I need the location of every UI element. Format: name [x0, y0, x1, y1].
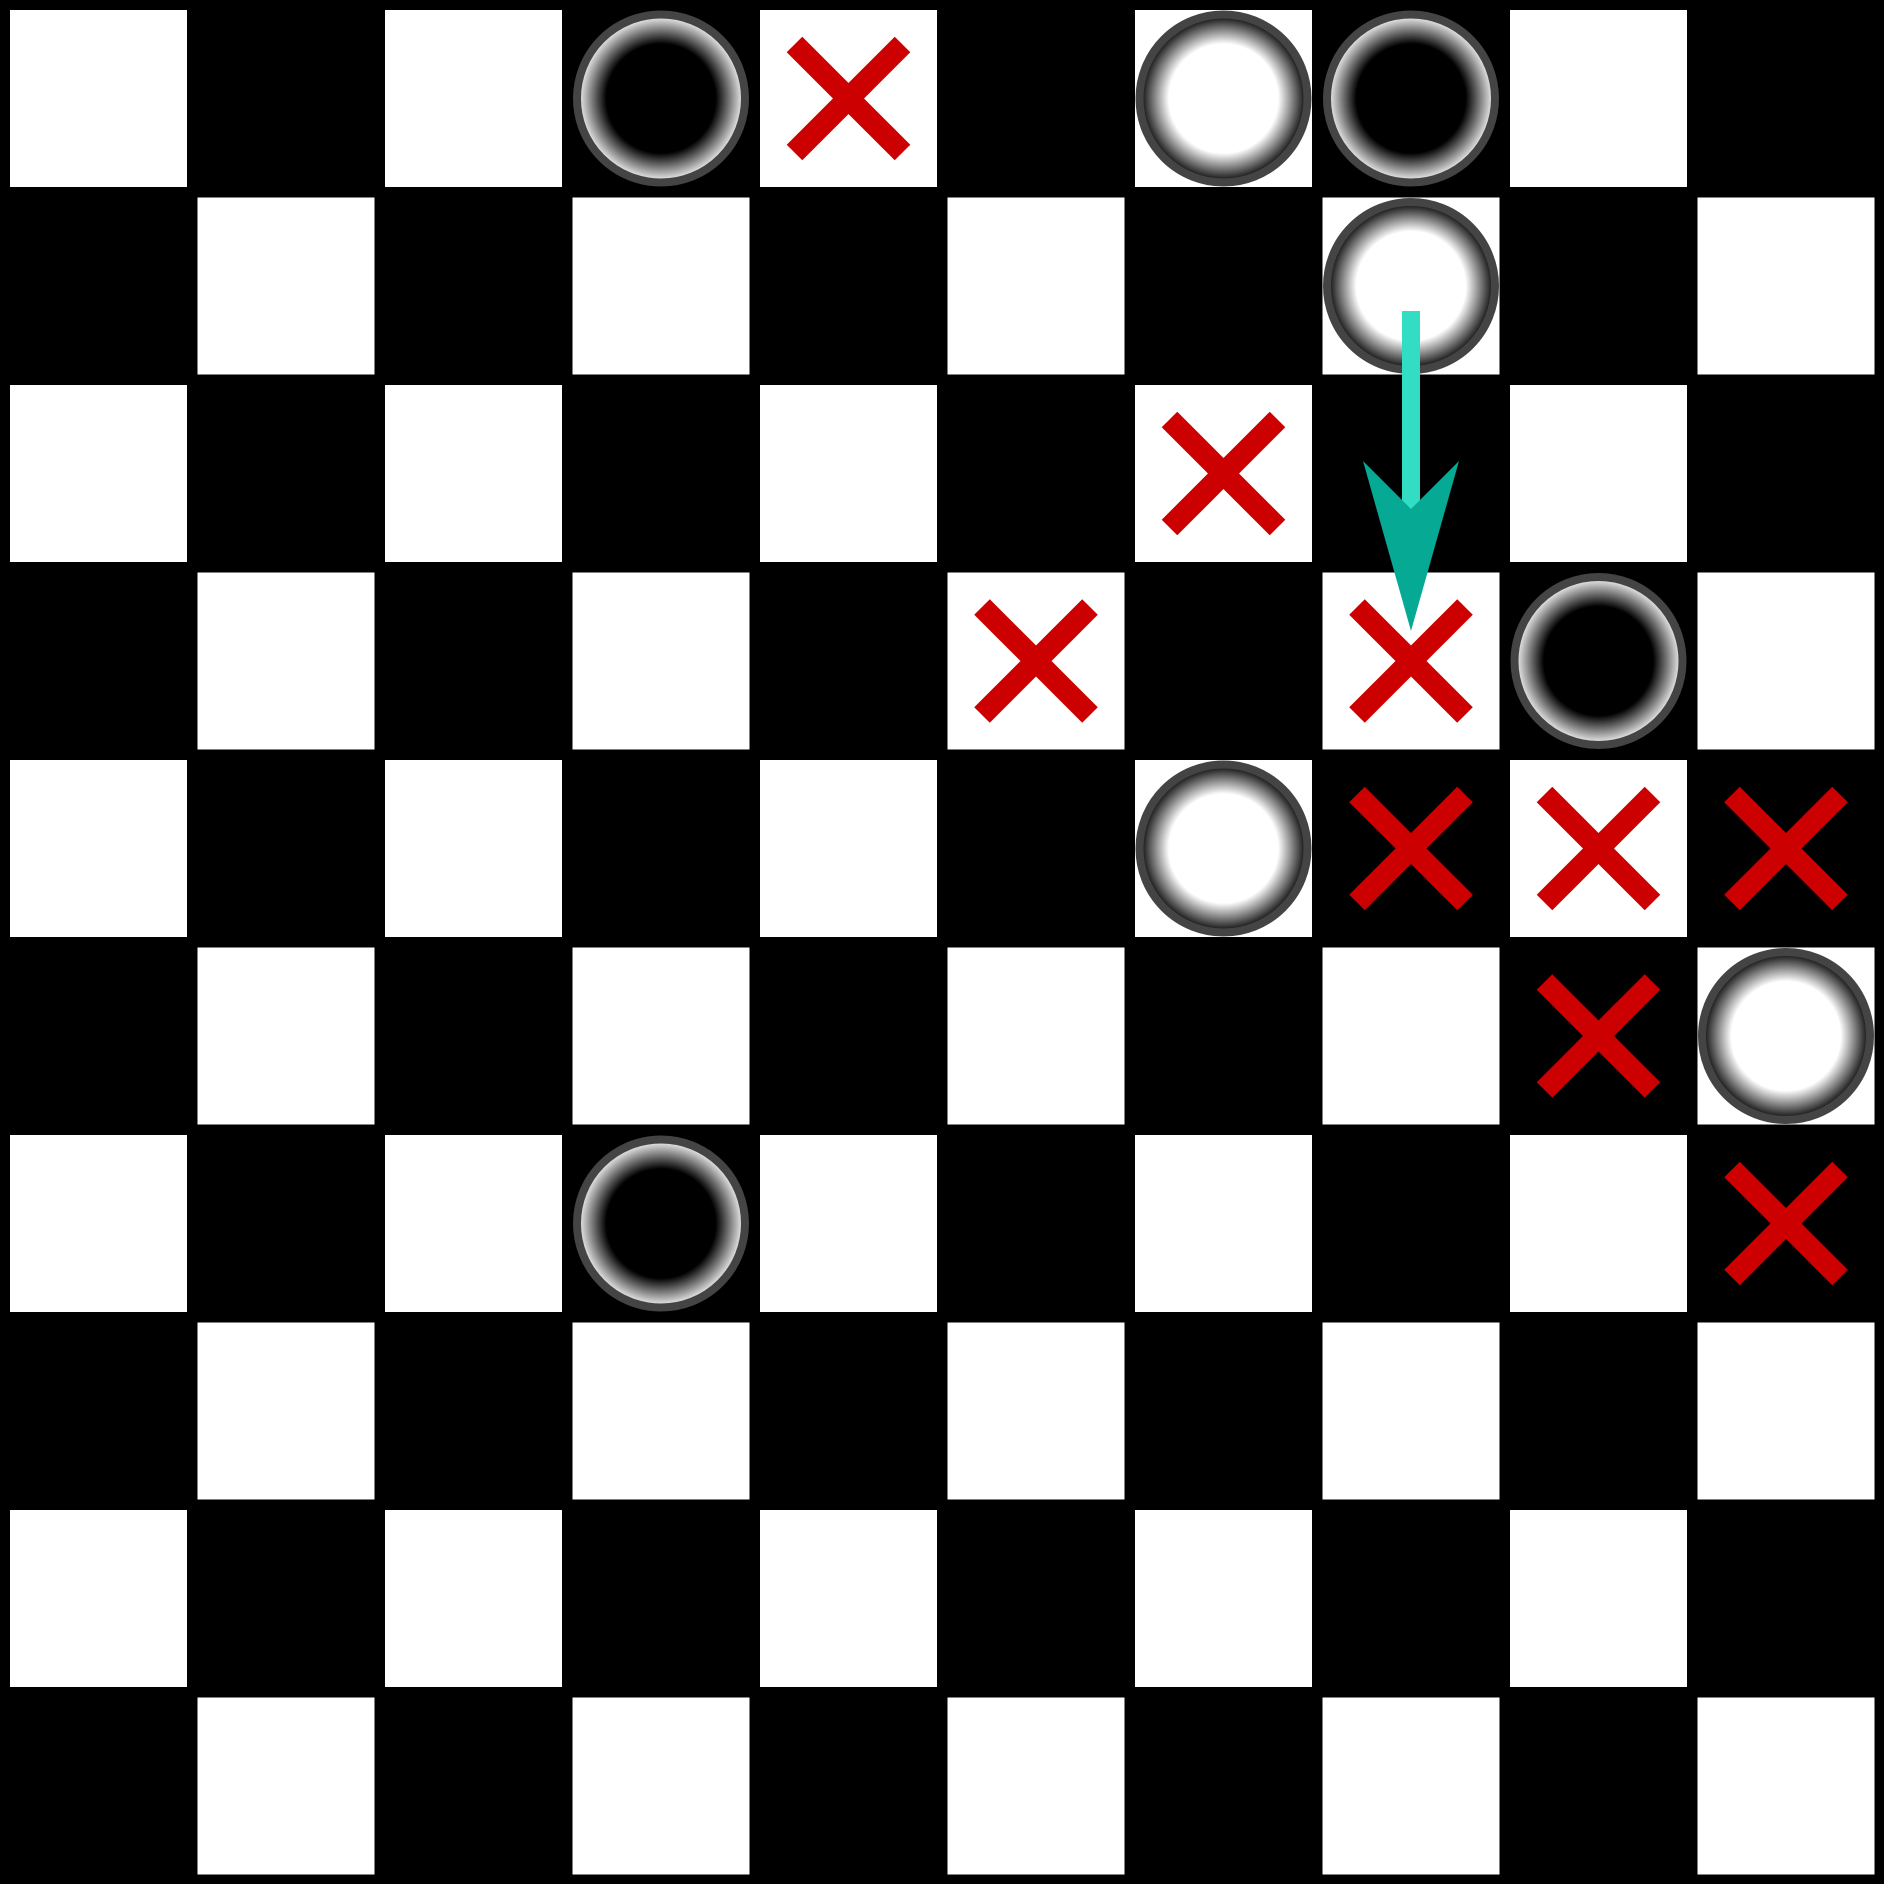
x-mark-stroke	[1724, 1161, 1848, 1286]
board-square-light[interactable]	[760, 1510, 937, 1687]
board-pieces	[573, 10, 1874, 1312]
board-square-light[interactable]	[1697, 572, 1875, 750]
white-piece[interactable]	[1135, 10, 1312, 187]
board-square-light[interactable]	[1322, 1697, 1500, 1875]
board-square-light[interactable]	[197, 1697, 375, 1875]
board-square-light[interactable]	[1697, 197, 1875, 375]
board-marks	[786, 36, 1848, 1286]
board-square-light[interactable]	[1135, 1135, 1312, 1312]
x-mark-stroke	[1161, 411, 1286, 536]
x-mark-icon	[974, 599, 1098, 723]
board-square-light[interactable]	[1697, 1697, 1875, 1875]
x-mark-stroke	[1349, 786, 1473, 911]
board-square-light[interactable]	[10, 10, 187, 187]
move-arrow-head	[1363, 461, 1459, 631]
x-mark-stroke	[1724, 786, 1848, 911]
board-square-light[interactable]	[947, 1697, 1125, 1875]
x-mark-stroke	[1536, 786, 1661, 911]
board-square-light[interactable]	[760, 760, 937, 937]
board-square-light[interactable]	[385, 760, 562, 937]
white-piece[interactable]	[1698, 948, 1874, 1124]
x-mark-icon	[1536, 786, 1661, 911]
board-square-light[interactable]	[1510, 1135, 1687, 1312]
black-piece[interactable]	[573, 1135, 749, 1312]
board-square-light[interactable]	[1510, 385, 1687, 562]
board-square-light[interactable]	[385, 1135, 562, 1312]
board-square-light[interactable]	[197, 947, 375, 1125]
x-mark-stroke	[786, 36, 911, 161]
x-mark-icon	[1349, 786, 1473, 911]
x-mark-icon	[1161, 411, 1286, 536]
x-mark-stroke	[1349, 599, 1473, 723]
board-square-light[interactable]	[1510, 1510, 1687, 1687]
board-square-light[interactable]	[385, 10, 562, 187]
board-square-light[interactable]	[1697, 1322, 1875, 1500]
board-square-light[interactable]	[572, 1322, 750, 1500]
board-square-light[interactable]	[10, 385, 187, 562]
board-arrows	[1363, 311, 1459, 631]
board-square-light[interactable]	[197, 572, 375, 750]
x-mark-icon	[1349, 599, 1473, 723]
board-square-light[interactable]	[385, 1510, 562, 1687]
x-mark-stroke	[974, 599, 1098, 723]
board-square-light[interactable]	[197, 197, 375, 375]
black-piece[interactable]	[1510, 573, 1687, 749]
white-piece[interactable]	[1135, 760, 1312, 937]
black-piece[interactable]	[1323, 10, 1499, 187]
board-square-light[interactable]	[947, 1322, 1125, 1500]
x-mark-stroke	[1536, 974, 1661, 1098]
board-square-light[interactable]	[947, 197, 1125, 375]
board-squares	[10, 10, 1875, 1875]
x-mark-icon	[786, 36, 911, 161]
board-square-light[interactable]	[1135, 1510, 1312, 1687]
board-square-light[interactable]	[10, 1135, 187, 1312]
board-square-light[interactable]	[385, 385, 562, 562]
x-mark-icon	[1724, 786, 1848, 911]
move-arrow	[1363, 311, 1459, 631]
x-mark-icon	[1724, 1161, 1848, 1286]
board-square-light[interactable]	[572, 947, 750, 1125]
board-square-light[interactable]	[947, 947, 1125, 1125]
board-square-light[interactable]	[760, 385, 937, 562]
board-square-light[interactable]	[572, 197, 750, 375]
board-square-light[interactable]	[572, 572, 750, 750]
board-square-light[interactable]	[572, 1697, 750, 1875]
board-square-light[interactable]	[10, 760, 187, 937]
board-square-light[interactable]	[1322, 947, 1500, 1125]
board-square-light[interactable]	[760, 1135, 937, 1312]
board-square-light[interactable]	[197, 1322, 375, 1500]
board-square-light[interactable]	[1322, 1322, 1500, 1500]
board-square-light[interactable]	[10, 1510, 187, 1687]
board-square-light[interactable]	[1510, 10, 1687, 187]
black-piece[interactable]	[573, 10, 749, 187]
x-mark-icon	[1536, 974, 1661, 1098]
